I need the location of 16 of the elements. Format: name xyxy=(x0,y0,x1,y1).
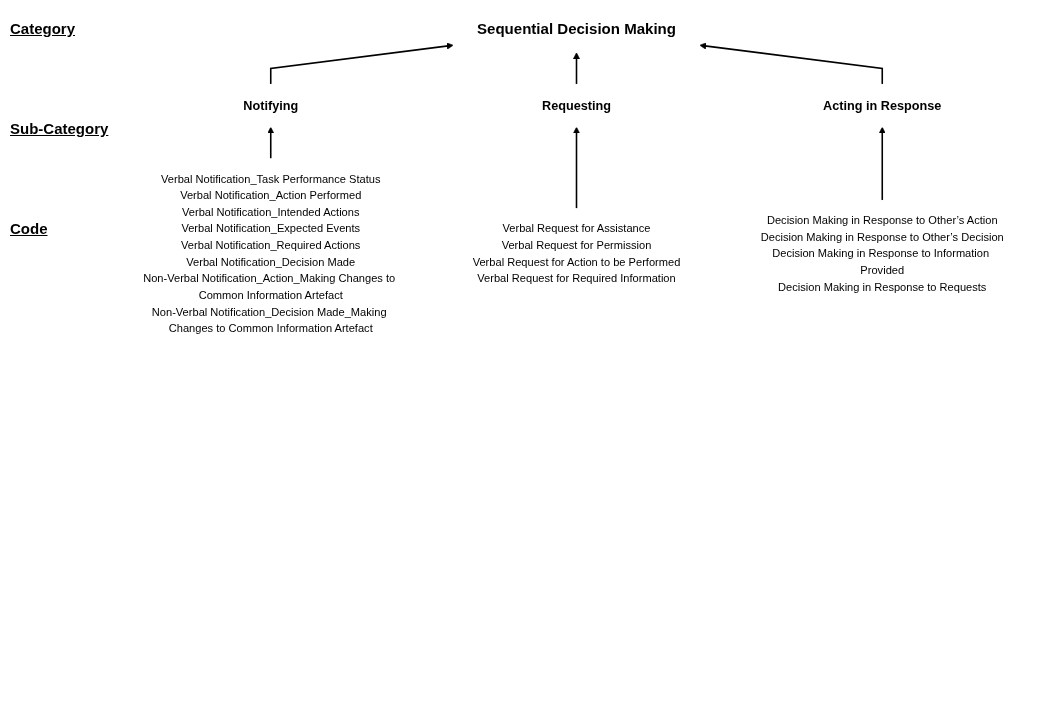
row-heading: Category xyxy=(10,20,76,37)
node-text: Sequential Decision Making xyxy=(477,20,676,38)
node-text: Verbal Request for Assistance Verbal Request for Permission Verbal Request for Action to be Performed Verbal Request for Required Information xyxy=(472,222,681,285)
arrow xyxy=(573,126,580,210)
arrow xyxy=(878,126,886,202)
row-heading: Sub-Category xyxy=(10,120,109,137)
node-text: Requesting xyxy=(542,98,611,113)
arrow xyxy=(699,42,884,86)
arrow xyxy=(573,52,580,86)
arrow xyxy=(267,126,275,160)
row-heading: Code xyxy=(10,220,48,237)
arrow xyxy=(269,42,454,86)
node-text: Verbal Notification_Task Performance Status Verbal Notification_Action Performed Verbal Notification_Intended Actions Verbal Notification_Expected Events Verbal Notification_Required Actions Verbal Notification_Decision Made Non-Verbal Notification_Action_Making Changes to Common Information Artefact Non-Verbal Notification_Decision Made_Making Changes to Common Information Artefact xyxy=(143,172,396,335)
node-text: Acting in Response xyxy=(823,98,942,113)
node-text: Notifying xyxy=(243,98,299,113)
node-text: Decision Making in Response to Other’s Action Decision Making in Response to Other’s Decision Decision Making in Response to Information Provided Decision Making in Response to Requests xyxy=(760,213,1004,293)
